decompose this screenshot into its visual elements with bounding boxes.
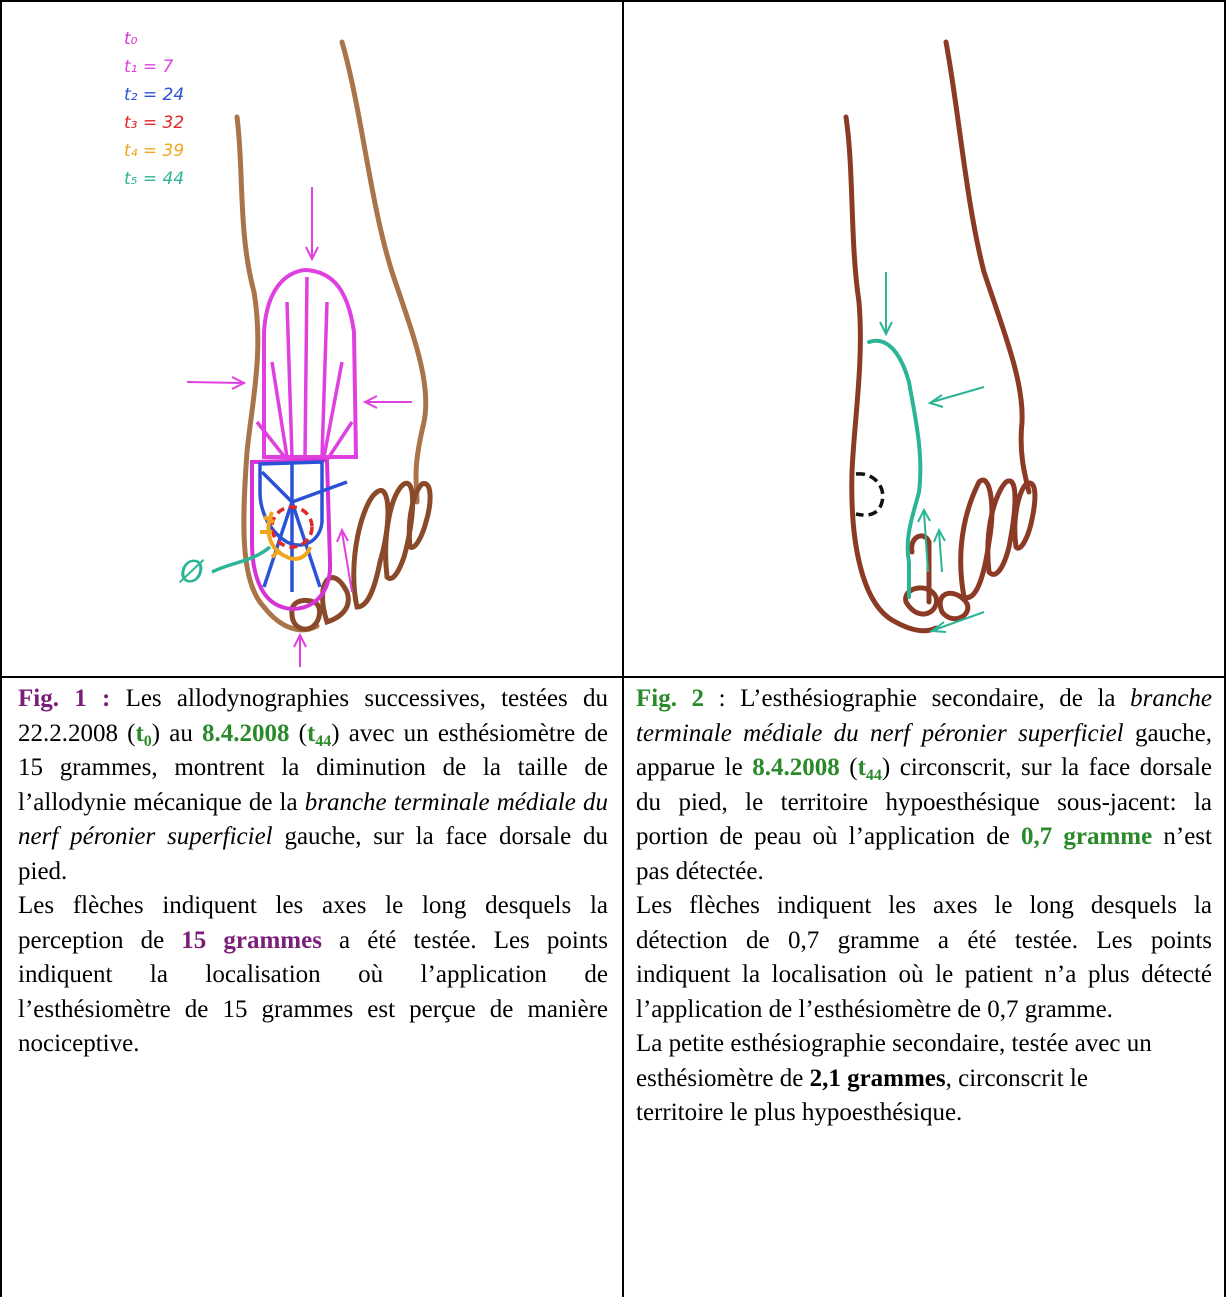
legend-t0: t₀ — [124, 29, 138, 49]
axis-line — [287, 302, 292, 457]
legend-t1: t₁ = 7 — [124, 57, 174, 77]
ray-t2 — [264, 502, 292, 587]
fig1-text-2: ) au — [152, 720, 202, 747]
legend-t2: t₂ = 24 — [124, 85, 184, 105]
fig2-paragraph-1: Fig. 2 : L’esthésiographie secondaire, d… — [636, 682, 1212, 889]
foot-outline-medial — [846, 117, 936, 631]
null-symbol: Ø — [178, 555, 205, 590]
ray-t2 — [262, 472, 292, 502]
fig1-caption: Fig. 1 : Les allodynographies successive… — [18, 682, 608, 1062]
fig1-t0-sub: 0 — [144, 733, 152, 750]
axis-line — [322, 302, 327, 457]
fig1-label: Fig. 1 : — [18, 685, 110, 712]
fig1-foot-svg: t₀ t₁ = 7 t₂ = 24 t₃ = 32 t₄ = 39 t₅ = 4… — [2, 2, 622, 676]
legend-t5: t₅ = 44 — [124, 169, 184, 189]
fig2-text-1: : L’esthésiographie secondaire, de la — [704, 685, 1130, 712]
arrow-toe2 — [939, 532, 942, 572]
fig2-p3-bold: 2,1 grammes — [810, 1065, 946, 1092]
fig2-paragraph-2: Les flèches indiquent les axes le long d… — [636, 889, 1212, 1027]
foot-outline-lateral — [946, 42, 1029, 492]
toe-5 — [1015, 483, 1035, 548]
fig1-drawing: t₀ t₁ = 7 t₂ = 24 t₃ = 32 t₄ = 39 t₅ = 4… — [2, 2, 622, 676]
fig1-t44: t44 — [307, 720, 331, 747]
legend-t3: t₃ = 32 — [124, 113, 184, 133]
arrow-right — [932, 387, 984, 402]
fig1-date: 8.4.2008 — [202, 720, 290, 747]
legend-t4: t₄ = 39 — [124, 141, 184, 161]
fig2-drawing — [624, 2, 1224, 676]
fig1-t0: t0 — [135, 720, 151, 747]
fig2-t44-main: t — [858, 754, 866, 781]
fig2-t44: t44 — [858, 754, 882, 781]
toe-3 — [354, 490, 388, 607]
fig1-p2-bold: 15 grammes — [181, 927, 322, 954]
arrow-left — [187, 382, 242, 383]
fig2-foot-svg — [624, 2, 1224, 676]
fig2-t44-sub: 44 — [866, 767, 882, 784]
ray-t2 — [292, 482, 347, 502]
fig2-label: Fig. 2 — [636, 685, 704, 712]
table-border-row — [0, 676, 1226, 678]
ray-t4 — [272, 550, 280, 557]
fig1-paragraph-2: Les flèches indiquent les axes le long d… — [18, 889, 608, 1062]
small-esthesiography — [856, 474, 883, 515]
fig1-paragraph-1: Fig. 1 : Les allodynographies successive… — [18, 682, 608, 889]
fig2-paragraph-3: La petite esthésiographie secondaire, te… — [636, 1027, 1156, 1131]
fig1-t44-sub: 44 — [315, 733, 331, 750]
fig2-bold-green: 0,7 gramme — [1021, 823, 1152, 850]
pointer-line — [212, 547, 270, 572]
fig2-date: 8.4.2008 — [752, 754, 840, 781]
fig2-caption: Fig. 2 : L’esthésiographie secondaire, d… — [636, 682, 1212, 1131]
axis-line — [305, 277, 307, 457]
esthesiography-contour — [869, 341, 920, 597]
fig1-t0-main: t — [135, 720, 143, 747]
